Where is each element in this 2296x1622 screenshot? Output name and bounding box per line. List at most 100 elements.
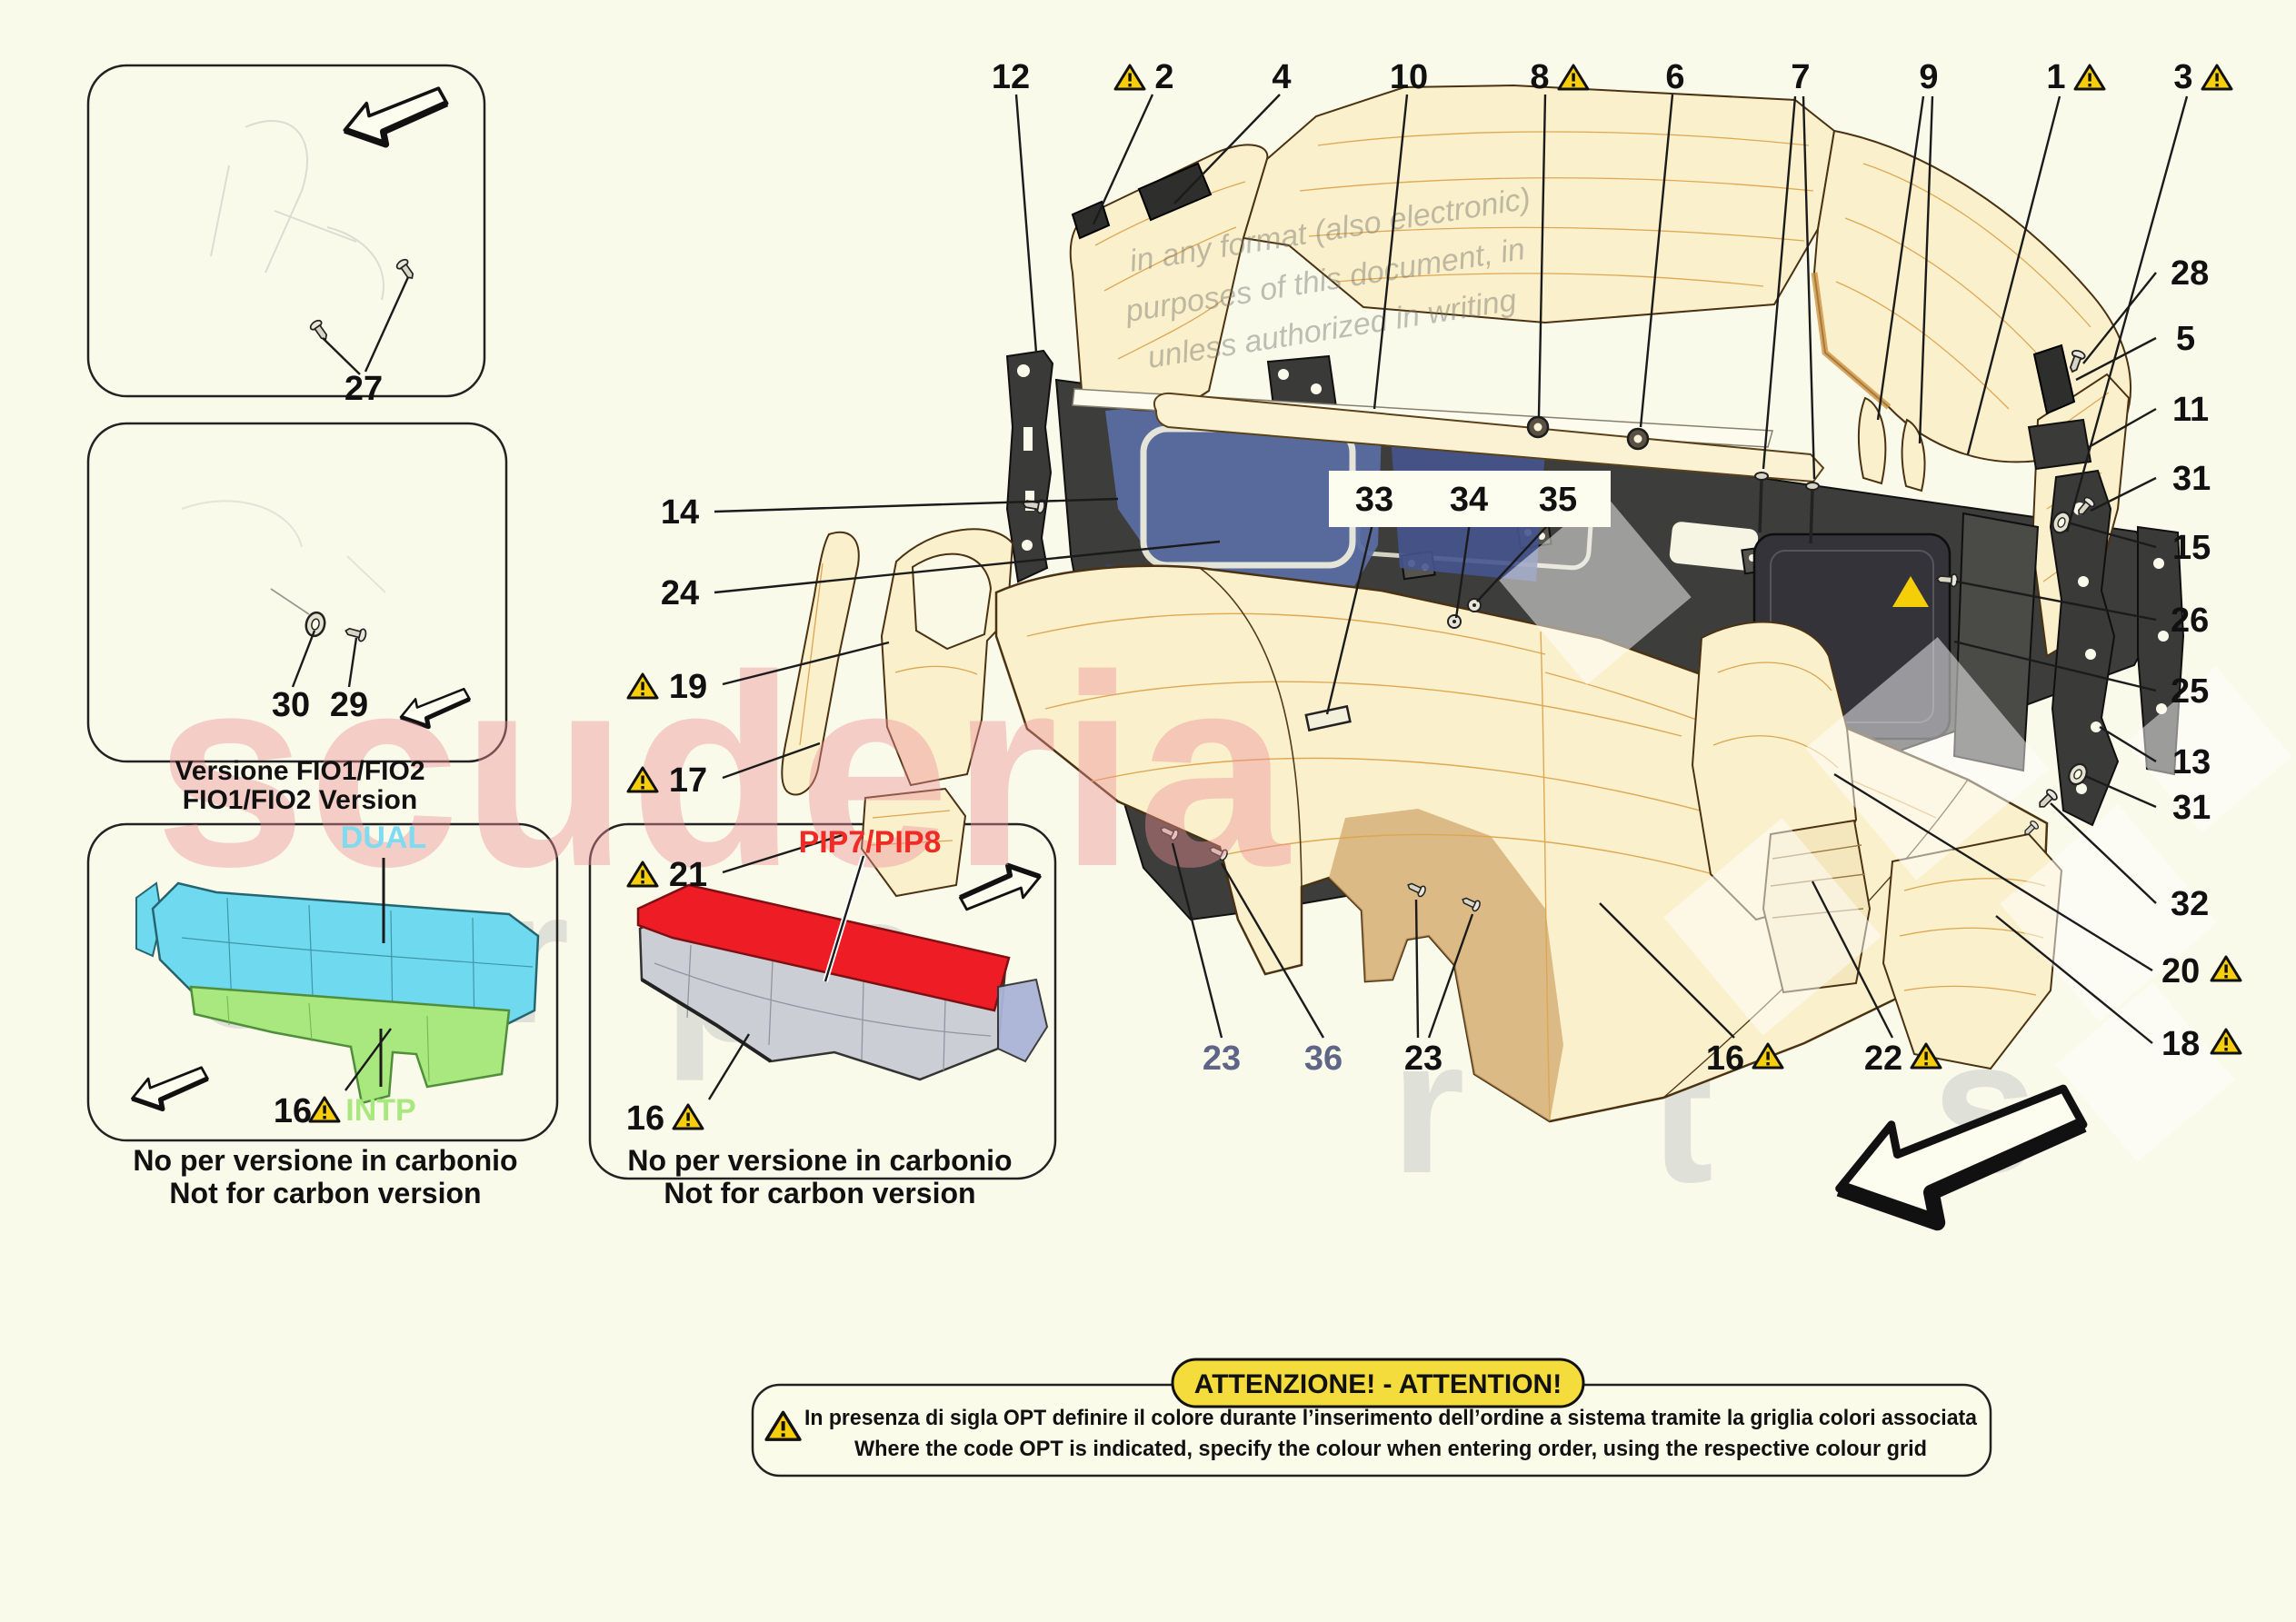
screw-35-icon	[1467, 598, 1482, 612]
tag-dual: DUAL	[341, 821, 426, 855]
upper-trim-assembly	[1069, 84, 2131, 658]
inset-box4-art	[636, 866, 1049, 1081]
warning-icon	[2073, 64, 2106, 91]
callout-18: 18	[2161, 1025, 2200, 1063]
pin-7a-icon	[1754, 472, 1769, 533]
callout-33: 33	[1355, 481, 1393, 519]
direction-arrow-icon	[344, 88, 446, 144]
callout-16-box4: 16	[626, 1100, 664, 1138]
panel-endcap	[997, 978, 1049, 1063]
warning-icon	[1557, 64, 1590, 91]
svg-text:r: r	[1391, 1000, 1465, 1213]
direction-arrow-icon	[132, 1068, 207, 1110]
sill-strips	[1072, 388, 1825, 483]
callout-16-box3: 16	[274, 1092, 312, 1130]
callout-3: 3	[2173, 58, 2192, 96]
warning-icon	[2210, 955, 2242, 982]
callout-16: 16	[1706, 1040, 1744, 1078]
callout-6: 6	[1665, 58, 1684, 96]
callout-1: 1	[2046, 58, 2065, 96]
ghost-sketch	[210, 120, 384, 301]
callout-5: 5	[2176, 320, 2195, 358]
inset-box1-art	[210, 88, 447, 343]
panel-gray-lines	[654, 944, 992, 1071]
callout-31: 31	[2172, 460, 2211, 498]
callout-25: 25	[2171, 672, 2209, 711]
caption-fio-en: FIO1/FIO2 Version	[183, 785, 417, 815]
screw-34-icon	[1447, 614, 1462, 629]
warning-icon	[1113, 64, 1146, 91]
callout-23a: 23	[1203, 1040, 1241, 1078]
callout-15: 15	[2172, 529, 2211, 567]
callout-19: 19	[669, 668, 707, 706]
label-strip-33-35	[1329, 471, 1611, 527]
panel-pip-red-strip	[636, 883, 1011, 1012]
watermark-overlay: scuderia in any format (also electronic)…	[155, 181, 2292, 1162]
caption-carbon4-en: Not for carbon version	[664, 1177, 975, 1209]
bracket-11	[2027, 418, 2092, 471]
callout-36: 36	[1304, 1040, 1343, 1078]
pin-7b-icon	[1805, 482, 1820, 544]
callout-29: 29	[330, 686, 368, 724]
callout-8: 8	[1530, 58, 1549, 96]
inset-box3-art	[132, 881, 540, 1110]
grommet-8-icon	[1526, 415, 1550, 439]
attention-pill	[1171, 1358, 1585, 1408]
callout-4: 4	[1272, 58, 1291, 96]
callout-23b: 23	[1404, 1040, 1442, 1078]
panel-edge-shadow	[640, 978, 773, 1063]
cowl-dark-inserts	[1071, 162, 2076, 415]
attention-line-it: In presenza di sigla OPT definire il col…	[804, 1406, 1978, 1430]
latch-plate-33	[1304, 704, 1352, 732]
a-pillar-trim-17	[781, 531, 860, 796]
caption-fio-it: Versione FIO1/FIO2	[175, 756, 424, 786]
inset-box-borders	[86, 64, 1057, 1180]
fastener-27a-icon	[307, 317, 332, 343]
callout-13: 13	[2172, 743, 2211, 781]
callout-26: 26	[2171, 602, 2209, 640]
inset-box2-frame	[86, 422, 508, 763]
panel-intp-lines	[226, 995, 430, 1082]
grommet-6-icon	[1626, 427, 1650, 451]
callout-31b: 31	[2172, 789, 2211, 827]
callout-21: 21	[669, 856, 707, 894]
callout-14: 14	[661, 493, 699, 532]
callout-28: 28	[2171, 254, 2209, 293]
inset-box2-art	[181, 500, 470, 726]
callout-22: 22	[1864, 1040, 1902, 1078]
callout-24: 24	[661, 574, 699, 612]
callout-32: 32	[2171, 885, 2209, 923]
callout-11: 11	[2172, 391, 2209, 429]
inset-captions: Versione FIO1/FIO2 FIO1/FIO2 Version No …	[133, 756, 1012, 1209]
watermark-brand: scuderia	[155, 618, 1291, 923]
caption-carbon4-it: No per versione in carbonio	[627, 1144, 1012, 1177]
attention-block: ATTENZIONE! - ATTENTION! In presenza di …	[751, 1358, 1992, 1478]
callout-9: 9	[1919, 58, 1938, 96]
caption-carbon3-en: Not for carbon version	[169, 1177, 481, 1209]
trim-hook-a	[1857, 396, 1887, 485]
fastener-icons	[1021, 348, 2097, 913]
tag-intp: INTP	[345, 1093, 415, 1128]
callout-20: 20	[2161, 952, 2200, 990]
panel-intp-part	[189, 985, 511, 1105]
callout-12: 12	[992, 58, 1030, 96]
attention-line-en: Where the code OPT is indicated, specify…	[854, 1437, 1927, 1461]
warning-icon	[672, 1103, 704, 1130]
watermark-diamonds	[1499, 493, 2292, 1162]
yellow-triangle-marker	[1892, 576, 1929, 607]
tag-pip: PIP7/PIP8	[799, 825, 942, 860]
bracket-5	[2032, 343, 2076, 415]
callout-34: 34	[1450, 481, 1488, 519]
inset-box1-frame	[86, 64, 486, 398]
rubber-insert-4	[1137, 162, 1213, 222]
inset-box3-frame	[86, 822, 559, 1142]
warning-icon	[2201, 64, 2233, 91]
fastener-27b-icon	[394, 256, 418, 283]
attention-title: ATTENZIONE! - ATTENTION!	[1194, 1369, 1562, 1399]
ghost-sketch	[181, 500, 386, 593]
callout-27: 27	[344, 370, 383, 408]
inset-box4-frame	[588, 822, 1057, 1180]
callout-17: 17	[669, 761, 707, 800]
panel-shadow-region	[1329, 809, 1563, 1121]
